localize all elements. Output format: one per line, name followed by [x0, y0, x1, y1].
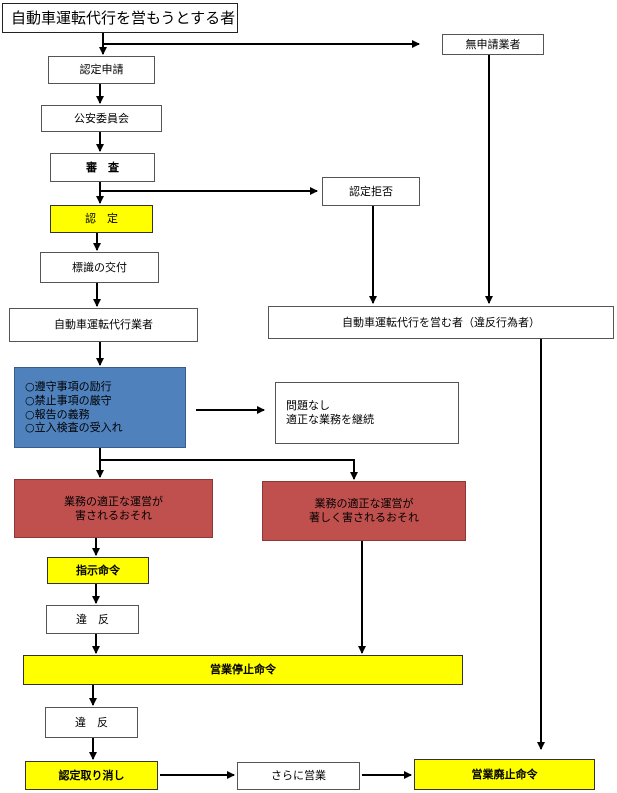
abolition-box: 営業廃止命令 — [414, 759, 595, 790]
violation1-label: 違 反 — [76, 612, 109, 626]
refusal-box: 認定拒否 — [322, 177, 420, 206]
unregistered-box: 無申請業者 — [442, 34, 544, 55]
application-box: 認定申請 — [48, 56, 155, 84]
duties-label: ○遵守事項の励行 ○禁止事項の厳守 ○報告の義務 ○立入検査の受入れ — [25, 380, 123, 435]
instruction-label: 指示命令 — [76, 563, 120, 577]
suspension-box: 営業停止命令 — [23, 655, 463, 685]
unregistered-label: 無申請業者 — [465, 37, 521, 51]
arrow-duties-to-serious-risk — [100, 459, 358, 480]
refusal-label: 認定拒否 — [349, 184, 393, 198]
operator-label: 自動車運転代行業者 — [54, 318, 153, 332]
violation2-box: 違 反 — [45, 707, 138, 738]
review-box: 審 査 — [50, 153, 155, 182]
start-label: 自動車運転代行を営もうとする者 — [11, 8, 236, 27]
no-problem-box: 問題なし 適正な業務を継続 — [275, 382, 459, 444]
risk-label: 業務の適正な運営が 害されるおそれ — [64, 494, 163, 522]
suspension-label: 営業停止命令 — [210, 663, 276, 677]
review-label: 審 査 — [86, 160, 119, 174]
commission-box: 公安委員会 — [41, 105, 162, 132]
revocation-label: 認定取り消し — [58, 768, 125, 782]
violation1-box: 違 反 — [46, 605, 139, 634]
sign-box: 標識の交付 — [40, 252, 159, 283]
application-label: 認定申請 — [79, 63, 124, 77]
violator-label: 自動車運転代行を営む者（違反行為者） — [342, 315, 540, 329]
further-label: さらに営業 — [271, 769, 326, 783]
further-box: さらに営業 — [237, 762, 360, 790]
instruction-box: 指示命令 — [47, 557, 149, 584]
no-problem-label: 問題なし 適正な業務を継続 — [286, 399, 374, 426]
abolition-label: 営業廃止命令 — [471, 767, 538, 781]
revocation-box: 認定取り消し — [25, 761, 158, 790]
approval-box: 認 定 — [50, 205, 153, 233]
approval-label: 認 定 — [85, 212, 118, 226]
violator-box: 自動車運転代行を営む者（違反行為者） — [268, 306, 614, 339]
violation2-label: 違 反 — [75, 715, 108, 729]
start-box: 自動車運転代行を営もうとする者 — [2, 3, 238, 33]
operator-box: 自動車運転代行業者 — [9, 308, 198, 342]
commission-label: 公安委員会 — [74, 111, 129, 125]
serious-risk-box: 業務の適正な運営が 著しく害されるおそれ — [262, 481, 466, 541]
serious-risk-label: 業務の適正な運営が 著しく害されるおそれ — [309, 497, 419, 524]
risk-box: 業務の適正な運営が 害されるおそれ — [14, 479, 213, 538]
sign-label: 標識の交付 — [72, 260, 127, 274]
duties-box: ○遵守事項の励行 ○禁止事項の厳守 ○報告の義務 ○立入検査の受入れ — [14, 367, 186, 448]
